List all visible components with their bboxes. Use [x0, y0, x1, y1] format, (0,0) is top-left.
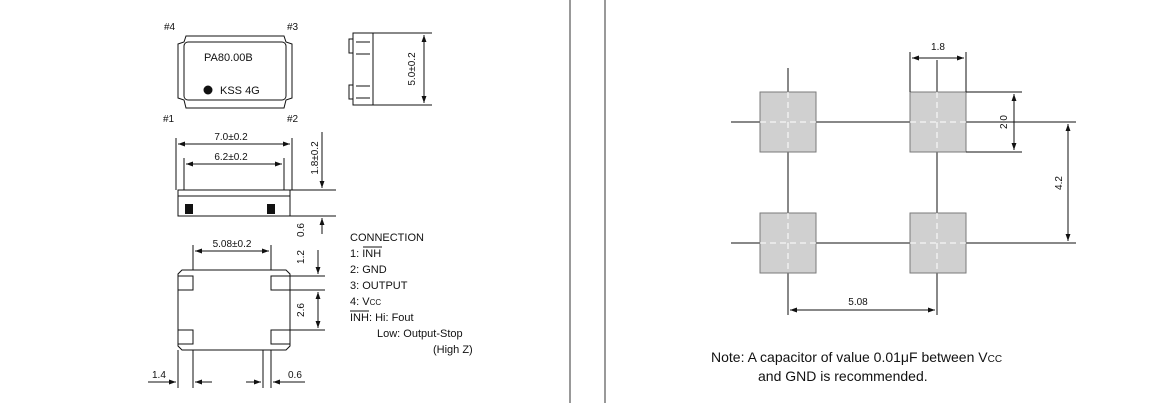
land-pattern: 1.8 2.0 4.2 5.08	[731, 42, 1076, 315]
pin1-indicator-dot	[203, 85, 213, 95]
pin3-label: #3	[287, 22, 299, 33]
bottom-view: 5.08±0.2 1.2 2.6 1.4 0.6	[148, 239, 325, 388]
top-view-lid	[183, 41, 287, 101]
land-pad-height-label: 2.0	[999, 115, 1010, 129]
bottom-pad-tr	[270, 275, 290, 291]
bottom-view-outline	[177, 269, 291, 351]
lot-marking: KSS 4G	[220, 85, 260, 97]
pad-width-1-4-label: 1.4	[152, 370, 166, 381]
side-pin-bottom	[348, 84, 354, 100]
top-view: #4 #3 #1 #2 PA80.00B KSS 4G	[163, 22, 299, 125]
land-pad-tr	[909, 91, 967, 153]
note-line-2: and GND is recommended.	[758, 368, 928, 384]
bottom-pad-tl	[178, 275, 194, 291]
standoff-0-6-label: 0.6	[296, 223, 307, 237]
pin2-label: #2	[287, 114, 299, 125]
land-pad-br	[909, 212, 967, 274]
connection-pin2: 2: GND	[350, 264, 387, 276]
side-body	[352, 32, 374, 106]
length-7-0-label: 7.0±0.2	[214, 132, 248, 143]
connection-pin1: 1: INH	[350, 248, 381, 260]
inh-low-line: Low: Output-Stop	[377, 328, 463, 340]
pad-top-1-2-label: 1.2	[296, 250, 307, 264]
pin4-label: #4	[164, 22, 176, 33]
inh-hi-line: INH: Hi: Fout	[350, 312, 414, 324]
front-pin-right	[267, 204, 275, 214]
land-vertical-pitch-label: 4.2	[1054, 176, 1065, 190]
front-body	[177, 189, 291, 217]
note: Note: A capacitor of value 0.01μF betwee…	[711, 349, 1002, 384]
side-pin-top	[348, 38, 354, 54]
connection-title: CONNECTION	[350, 232, 424, 244]
connection-pin4: 4: VCC	[350, 296, 381, 308]
connection-pin3: 3: OUTPUT	[350, 280, 408, 292]
pin1-label: #1	[163, 114, 175, 125]
land-pad-width-label: 1.8	[931, 42, 945, 53]
connection-table: CONNECTION 1: INH 2: GND 3: OUTPUT 4: VC…	[350, 232, 473, 356]
inh-highz-line: (High Z)	[433, 344, 473, 356]
front-pin-left	[185, 204, 193, 214]
side-view-right: 5.0±0.2	[348, 32, 432, 106]
bottom-pad-br	[270, 329, 290, 345]
inner-length-6-2-label: 6.2±0.2	[214, 152, 248, 163]
part-number: PA80.00B	[204, 52, 253, 64]
pad-height-2-6-label: 2.6	[296, 303, 307, 317]
top-view-outline	[177, 35, 293, 109]
height-5-0-label: 5.0±0.2	[407, 52, 418, 86]
pad-gap-0-6-label: 0.6	[288, 370, 302, 381]
pad-pitch-5-08-label: 5.08±0.2	[213, 239, 252, 250]
land-horizontal-pitch-label: 5.08	[848, 297, 868, 308]
front-view: 7.0±0.2 6.2±0.2 1.8±0.2 0.6	[175, 132, 336, 237]
note-line-1: Note: A capacitor of value 0.01μF betwee…	[711, 349, 1002, 365]
height-1-8-label: 1.8±0.2	[310, 141, 321, 175]
bottom-pad-bl	[178, 329, 194, 345]
